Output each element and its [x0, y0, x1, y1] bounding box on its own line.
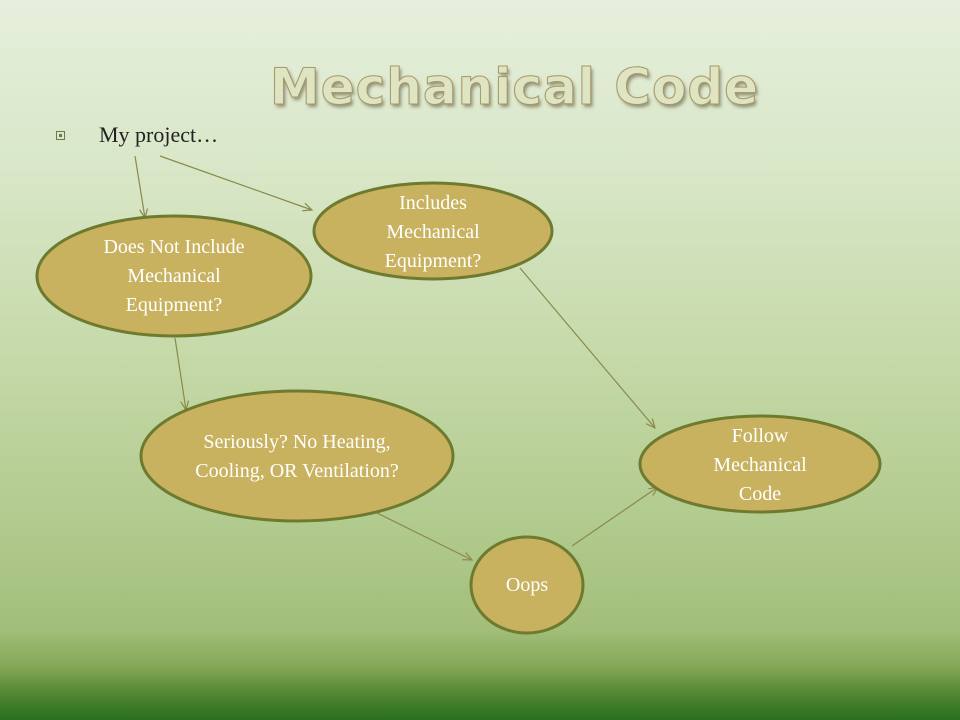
node-follow-label: Follow Mechanical Code [713, 424, 807, 505]
node-oops-label: Oops [505, 573, 549, 596]
node-seriously-shape [139, 389, 455, 523]
edge-project-to-does-not-include [134, 155, 145, 218]
edge-includes-to-follow [519, 267, 655, 428]
edge-oops-to-follow [571, 487, 658, 547]
node-includes-label: Includes Mechanical Equipment? [384, 191, 482, 272]
node-follow-shape [638, 414, 882, 514]
edge-does-not-include-to-seriously [174, 337, 186, 410]
square-bullet-icon [56, 130, 65, 140]
bullet-text: My project… [99, 122, 219, 147]
node-seriously-label: Seriously? No Heating, Cooling, OR Venti… [195, 431, 399, 482]
node-oops-shape [469, 535, 585, 635]
node-does-not-include-shape [35, 214, 313, 338]
bullet-item: My project… [56, 120, 218, 150]
slide-title: Mechanical Code [270, 58, 760, 117]
bottom-gradient-band [0, 630, 960, 720]
node-does-not-include-label: Does Not Include Mechanical Equipment? [103, 235, 245, 316]
edge-project-to-includes [159, 155, 312, 210]
node-includes-shape [312, 181, 554, 281]
edge-seriously-to-oops [374, 511, 472, 560]
